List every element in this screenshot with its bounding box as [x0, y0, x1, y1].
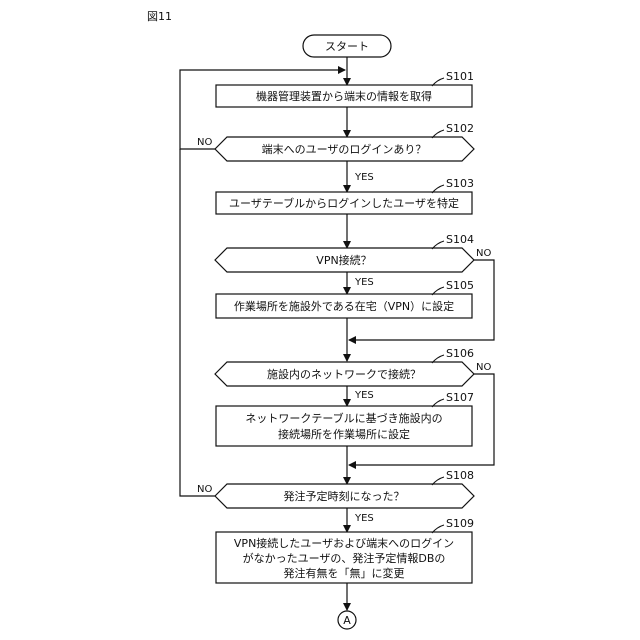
- s108-text: 発注予定時刻になった？: [284, 489, 405, 503]
- s106-no-label: NO: [476, 362, 491, 373]
- s102-id: S102: [446, 122, 474, 135]
- edge-s108-no: [180, 149, 215, 496]
- s108-no-label: NO: [197, 484, 212, 495]
- s106-id: S106: [446, 347, 474, 360]
- s106-text: 施設内のネットワークで接続？: [267, 367, 421, 381]
- s103-id: S103: [446, 177, 474, 190]
- s108-yes-label: YES: [354, 513, 374, 524]
- s103-text: ユーザテーブルからログインしたユーザを特定: [229, 196, 459, 210]
- s107-line-1: ネットワークテーブルに基づき施設内の: [245, 411, 442, 425]
- s109-line-2: がなかったユーザの、発注予定情報DBの: [243, 551, 446, 565]
- s105-text: 作業場所を施設外である在宅（VPN）に設定: [234, 299, 454, 313]
- s102-yes-label: YES: [354, 172, 374, 183]
- s109-line-1: VPN接続したユーザおよび端末へのログイン: [234, 536, 454, 550]
- s104-yes-label: YES: [354, 277, 374, 288]
- s101-id: S101: [446, 70, 474, 83]
- s106-yes-label: YES: [354, 390, 374, 401]
- s101-text: 機器管理装置から端末の情報を取得: [256, 89, 432, 103]
- s109-id: S109: [446, 517, 474, 530]
- s107-id: S107: [446, 391, 474, 404]
- figure-label: 図11: [147, 10, 172, 23]
- s102-no-label: NO: [197, 137, 212, 148]
- start-label: スタート: [325, 40, 369, 53]
- s104-id: S104: [446, 233, 474, 246]
- s102-text: 端末へのユーザのログインあり？: [262, 142, 427, 156]
- s104-text: VPN接続？: [316, 253, 371, 267]
- s109-line-3: 発注有無を「無」に変更: [284, 566, 405, 580]
- s105-id: S105: [446, 279, 474, 292]
- s104-no-label: NO: [476, 248, 491, 259]
- s107-line-2: 接続場所を作業場所に設定: [278, 427, 410, 441]
- connector-label: A: [343, 614, 351, 627]
- s108-id: S108: [446, 469, 474, 482]
